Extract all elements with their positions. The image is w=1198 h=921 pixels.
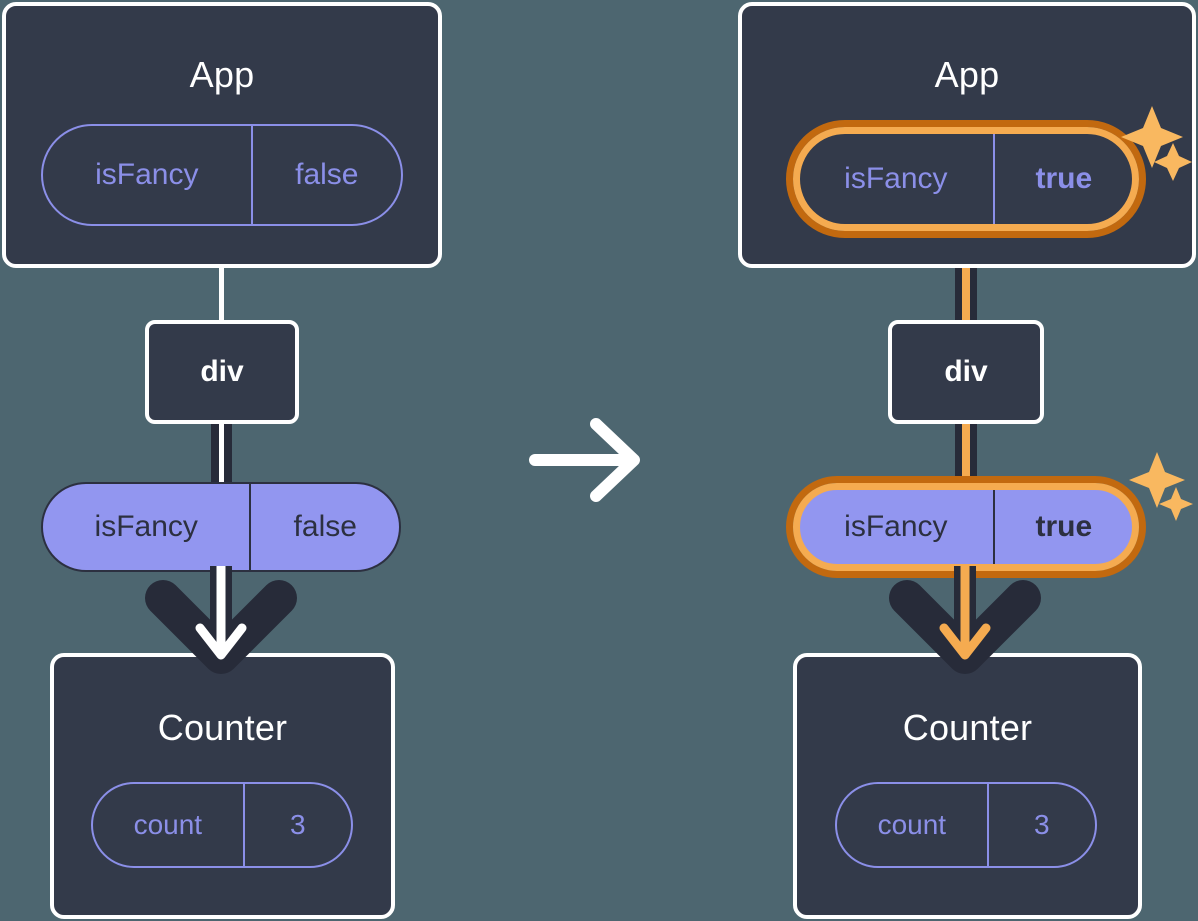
div-label-before: div [200,355,244,388]
div-node-before: div [145,320,299,424]
sparkles-icon [1129,452,1193,521]
app-state-pill-before[interactable]: isFancy false [41,124,403,226]
pill-value: 3 [242,784,351,866]
prop-pill-after[interactable]: isFancy true [797,487,1135,567]
pill-value: false [249,484,399,570]
pill-key: isFancy [95,158,199,191]
pill-value: false [250,126,401,224]
counter-title-after: Counter [902,707,1033,748]
app-title-before: App [189,54,255,95]
arrow-right-icon [529,418,640,502]
connector-div-to-pill-left-white [219,420,224,486]
connector-div-to-pill-right [962,420,970,486]
pill-value: true [992,489,1133,565]
counter-title-before: Counter [157,707,288,748]
arrow-down-icon-left [195,566,247,660]
pill-key: isFancy [844,162,948,195]
pill-key: count [133,809,203,840]
arrow-down-icon-right [939,566,991,660]
prop-pill-before[interactable]: isFancy false [41,482,401,572]
counter-state-pill-before[interactable]: count 3 [91,782,353,868]
connector-app-to-div-right [962,230,970,326]
connector-app-to-div-left [219,264,224,324]
div-label-after: div [944,355,988,388]
div-node-after: div [888,320,1044,424]
pill-value: true [992,133,1133,225]
pill-value: 3 [986,784,1095,866]
pill-key: isFancy [94,510,198,543]
app-state-pill-after[interactable]: isFancy true [797,131,1135,227]
app-title-after: App [934,54,1000,95]
counter-state-pill-after[interactable]: count 3 [835,782,1097,868]
pill-key: count [877,809,947,840]
arrow-down-icon-shadow-right [889,566,1041,674]
pill-key: isFancy [844,510,948,543]
arrow-down-icon-shadow-left [145,566,297,674]
